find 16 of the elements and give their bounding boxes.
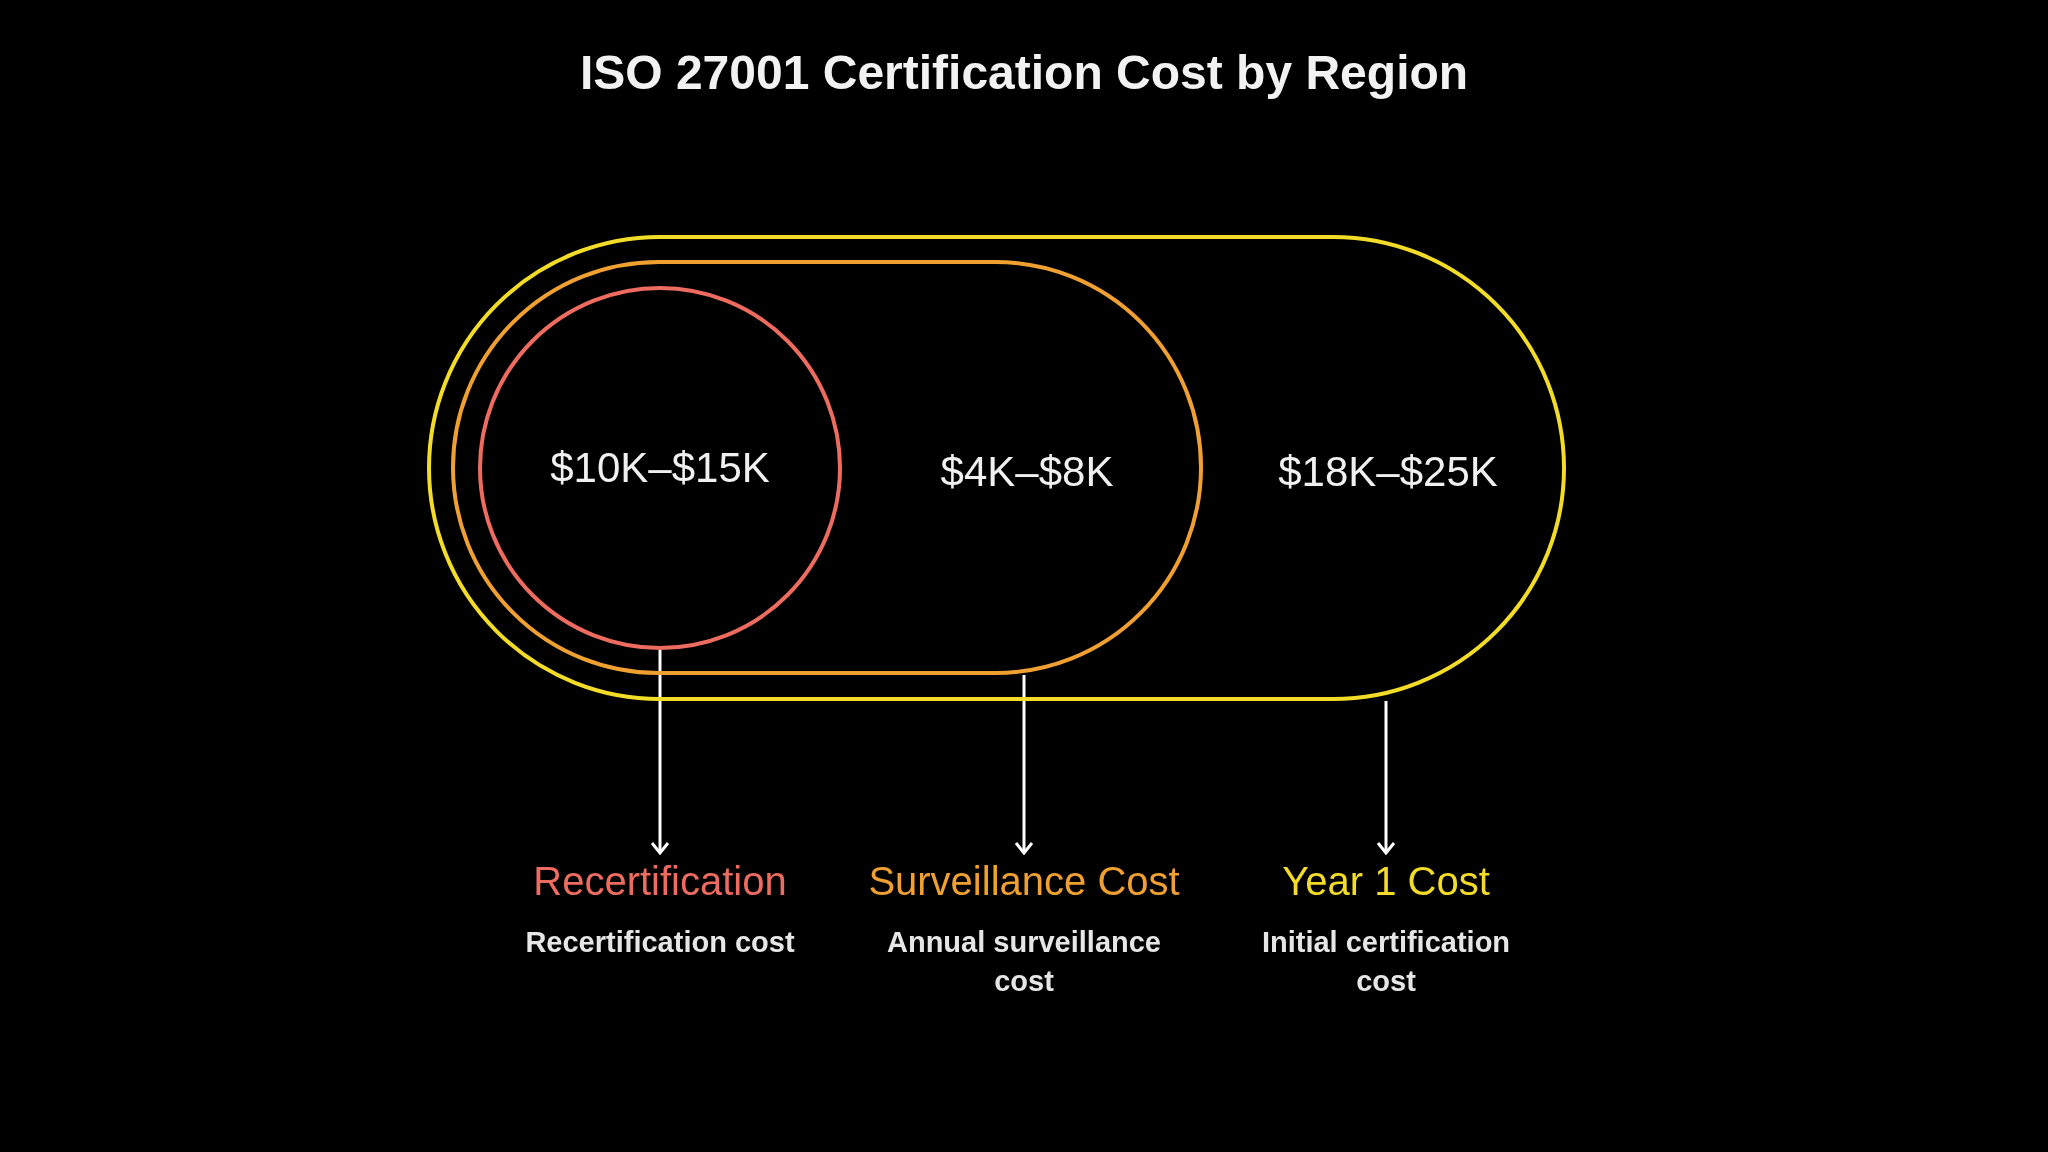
value-text: $18K–$25K [1278, 451, 1498, 493]
arrow [1014, 675, 1034, 855]
arrow [650, 650, 670, 855]
heading-text: Year 1 Cost [1282, 858, 1490, 905]
description-text: Annual surveillance cost [886, 925, 1162, 999]
pill-outline [427, 235, 1566, 701]
description-text: Recertification cost [525, 925, 795, 960]
description-text: Initial certification cost [1260, 925, 1512, 999]
title: ISO 27001 Certification Cost by Region [579, 45, 1469, 101]
value-text: $4K–$8K [940, 451, 1114, 493]
arrow [1376, 701, 1396, 855]
value-text: $10K–$15K [550, 447, 770, 489]
heading-text: Surveillance Cost [868, 858, 1180, 905]
pill-outline [451, 260, 1203, 675]
circle-outline [478, 286, 842, 650]
heading-text: Recertification [533, 858, 787, 905]
